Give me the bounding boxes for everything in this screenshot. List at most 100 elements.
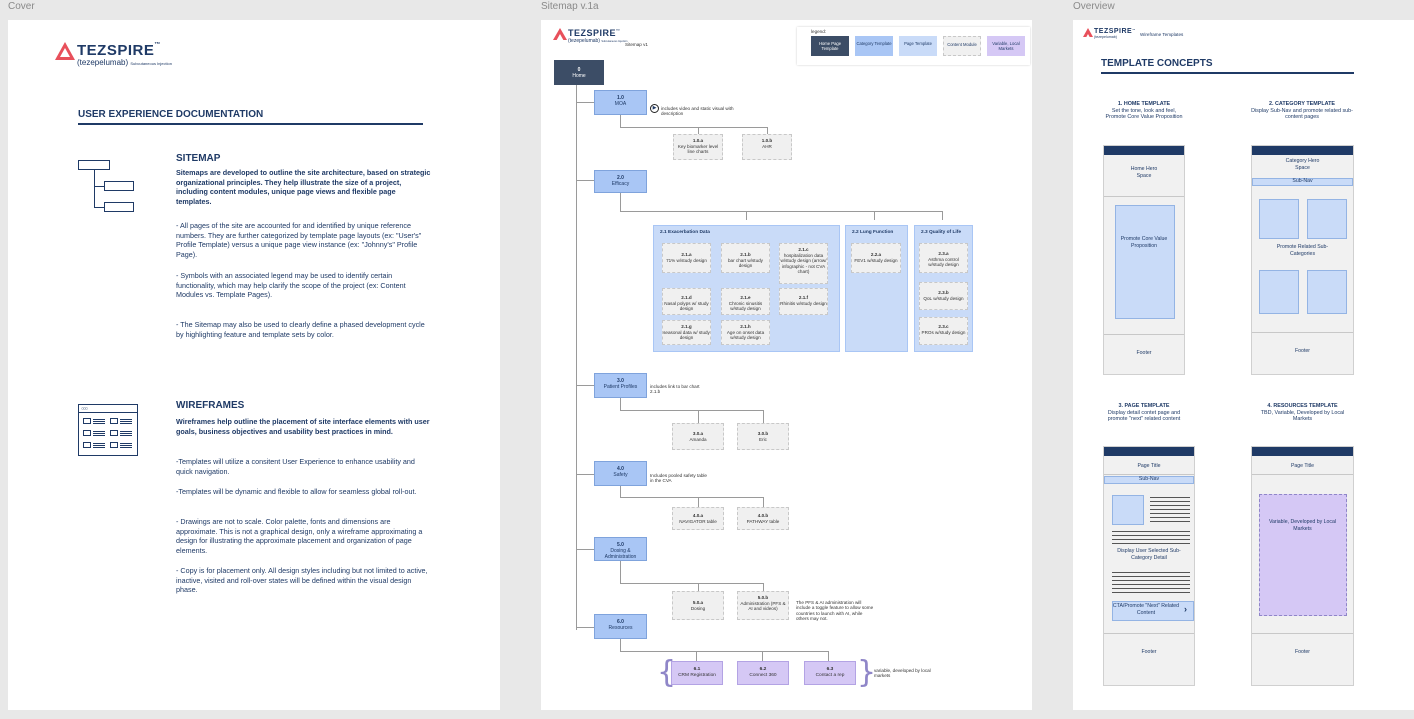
sitemap-logo: TEZSPIRE™ (tezepelumab) Subcutaneous Inj…: [553, 28, 627, 44]
wireframe-header: [1104, 146, 1184, 155]
legend-page-template: Page Template: [899, 36, 937, 56]
category-promo-label: Promote Related Sub-Categories: [1276, 244, 1329, 257]
wireframe-header: [1252, 146, 1353, 155]
dosing-note: The PFS & AI administration will include…: [796, 600, 874, 622]
overview-title-rule: [1101, 72, 1354, 74]
logo-tm: ™: [154, 42, 161, 48]
category-template-wireframe: Category Hero Space Sub-Nav Promote Rela…: [1251, 145, 1354, 375]
page-subnav-bar[interactable]: [1104, 476, 1194, 484]
page-display-label: Display User Selected Sub-Category Detai…: [1117, 548, 1181, 561]
moa-note: includes video and static visual with de…: [661, 106, 734, 117]
sitemap-paragraph-3: - The Sitemap may also be used to clearl…: [176, 320, 425, 339]
page-template-wireframe: Page Title Sub-Nav Display User Selected…: [1103, 446, 1195, 686]
category-subnav-label: Sub-Nav: [1292, 178, 1313, 184]
resources-note: variable, developed by local markets: [874, 668, 931, 679]
logo-brand: TEZSPIRE: [77, 42, 155, 59]
logo-mark-icon: [1083, 28, 1093, 43]
overview-title: TEMPLATE CONCEPTS: [1101, 58, 1213, 69]
home-promo-box: [1115, 205, 1175, 319]
logo-brand: TEZSPIRE: [568, 28, 617, 38]
home-footer: Footer: [1136, 350, 1152, 356]
resources-template-wireframe: Page Title Variable, Developed by Local …: [1251, 446, 1354, 686]
category-hero-space: Category Hero Space: [1285, 158, 1320, 171]
category-tile-1: [1259, 199, 1299, 239]
page-cta-button[interactable]: [1112, 601, 1194, 621]
sitemap-paragraph-2: - Symbols with an associated legend may …: [176, 271, 406, 299]
page-subnav-label: Sub-Nav: [1138, 476, 1160, 482]
wireframes-paragraph-3: - Drawings are not to scale. Color palet…: [176, 517, 423, 555]
cover-frame-label[interactable]: Cover: [8, 1, 35, 12]
overview-frame: TEZSPIRE™ (tezepelumab) Wireframe Templa…: [1073, 20, 1414, 710]
logo-mark-icon: [55, 42, 75, 60]
overview-subtitle: Wireframe Templates: [1140, 32, 1184, 37]
wireframes-paragraph-4: - Copy is for placement only. All design…: [176, 566, 428, 594]
page-text-lines-3: [1112, 572, 1190, 573]
wireframe-header: [1104, 447, 1194, 456]
legend-local-markets: Variable, Local Markets: [987, 36, 1025, 56]
legend-category-template: Category Template: [855, 36, 893, 56]
category-tile-4: [1307, 270, 1347, 314]
logo-generic-suffix: Subcutaneous Injection: [130, 61, 172, 66]
category-tile-2: [1307, 199, 1347, 239]
wireframe-header: [1252, 447, 1353, 456]
cover-frame: TEZSPIRE™ (tezepelumab) Subcutaneous Inj…: [8, 20, 500, 710]
trunk-line: [576, 85, 577, 630]
safety-note: Includes pooled safety table in the CVA: [650, 473, 707, 484]
home-hero-space: Home Hero Space: [1130, 166, 1158, 179]
logo-mark-icon: [553, 28, 567, 43]
wireframes-intro: Wireframes help outline the placement of…: [176, 417, 430, 436]
overview-logo: TEZSPIRE™ (tezepelumab): [1083, 28, 1136, 43]
sitemap-section-title: SITEMAP: [176, 153, 221, 164]
title-rule: [78, 123, 423, 125]
category-tile-3: [1259, 270, 1299, 314]
wireframes-paragraph-2: -Templates will be dynamic and flexible …: [176, 487, 417, 496]
overview-frame-label[interactable]: Overview: [1073, 1, 1115, 12]
sitemap-frame-label[interactable]: Sitemap v.1a: [541, 1, 599, 12]
page-text-lines-2: [1112, 531, 1190, 532]
category-subnav-bar[interactable]: [1252, 178, 1353, 186]
logo-generic: (tezepelumab): [77, 58, 129, 67]
play-icon: ▶: [650, 104, 659, 113]
page-text-lines: [1150, 497, 1190, 498]
legend-home-template: Home Page Template: [811, 36, 849, 56]
wireframes-paragraph-1: -Templates will utilize a consitent User…: [176, 457, 415, 476]
page-footer: Footer: [1141, 649, 1157, 655]
logo-generic: (tezepelumab): [568, 38, 600, 44]
logo-generic: (tezepelumab): [1094, 35, 1117, 39]
logo-tm: ™: [616, 28, 621, 33]
page-cta-label: CTA/Promote "Next" Related Content: [1112, 603, 1180, 616]
resources-page-title: Page Title: [1290, 463, 1315, 469]
